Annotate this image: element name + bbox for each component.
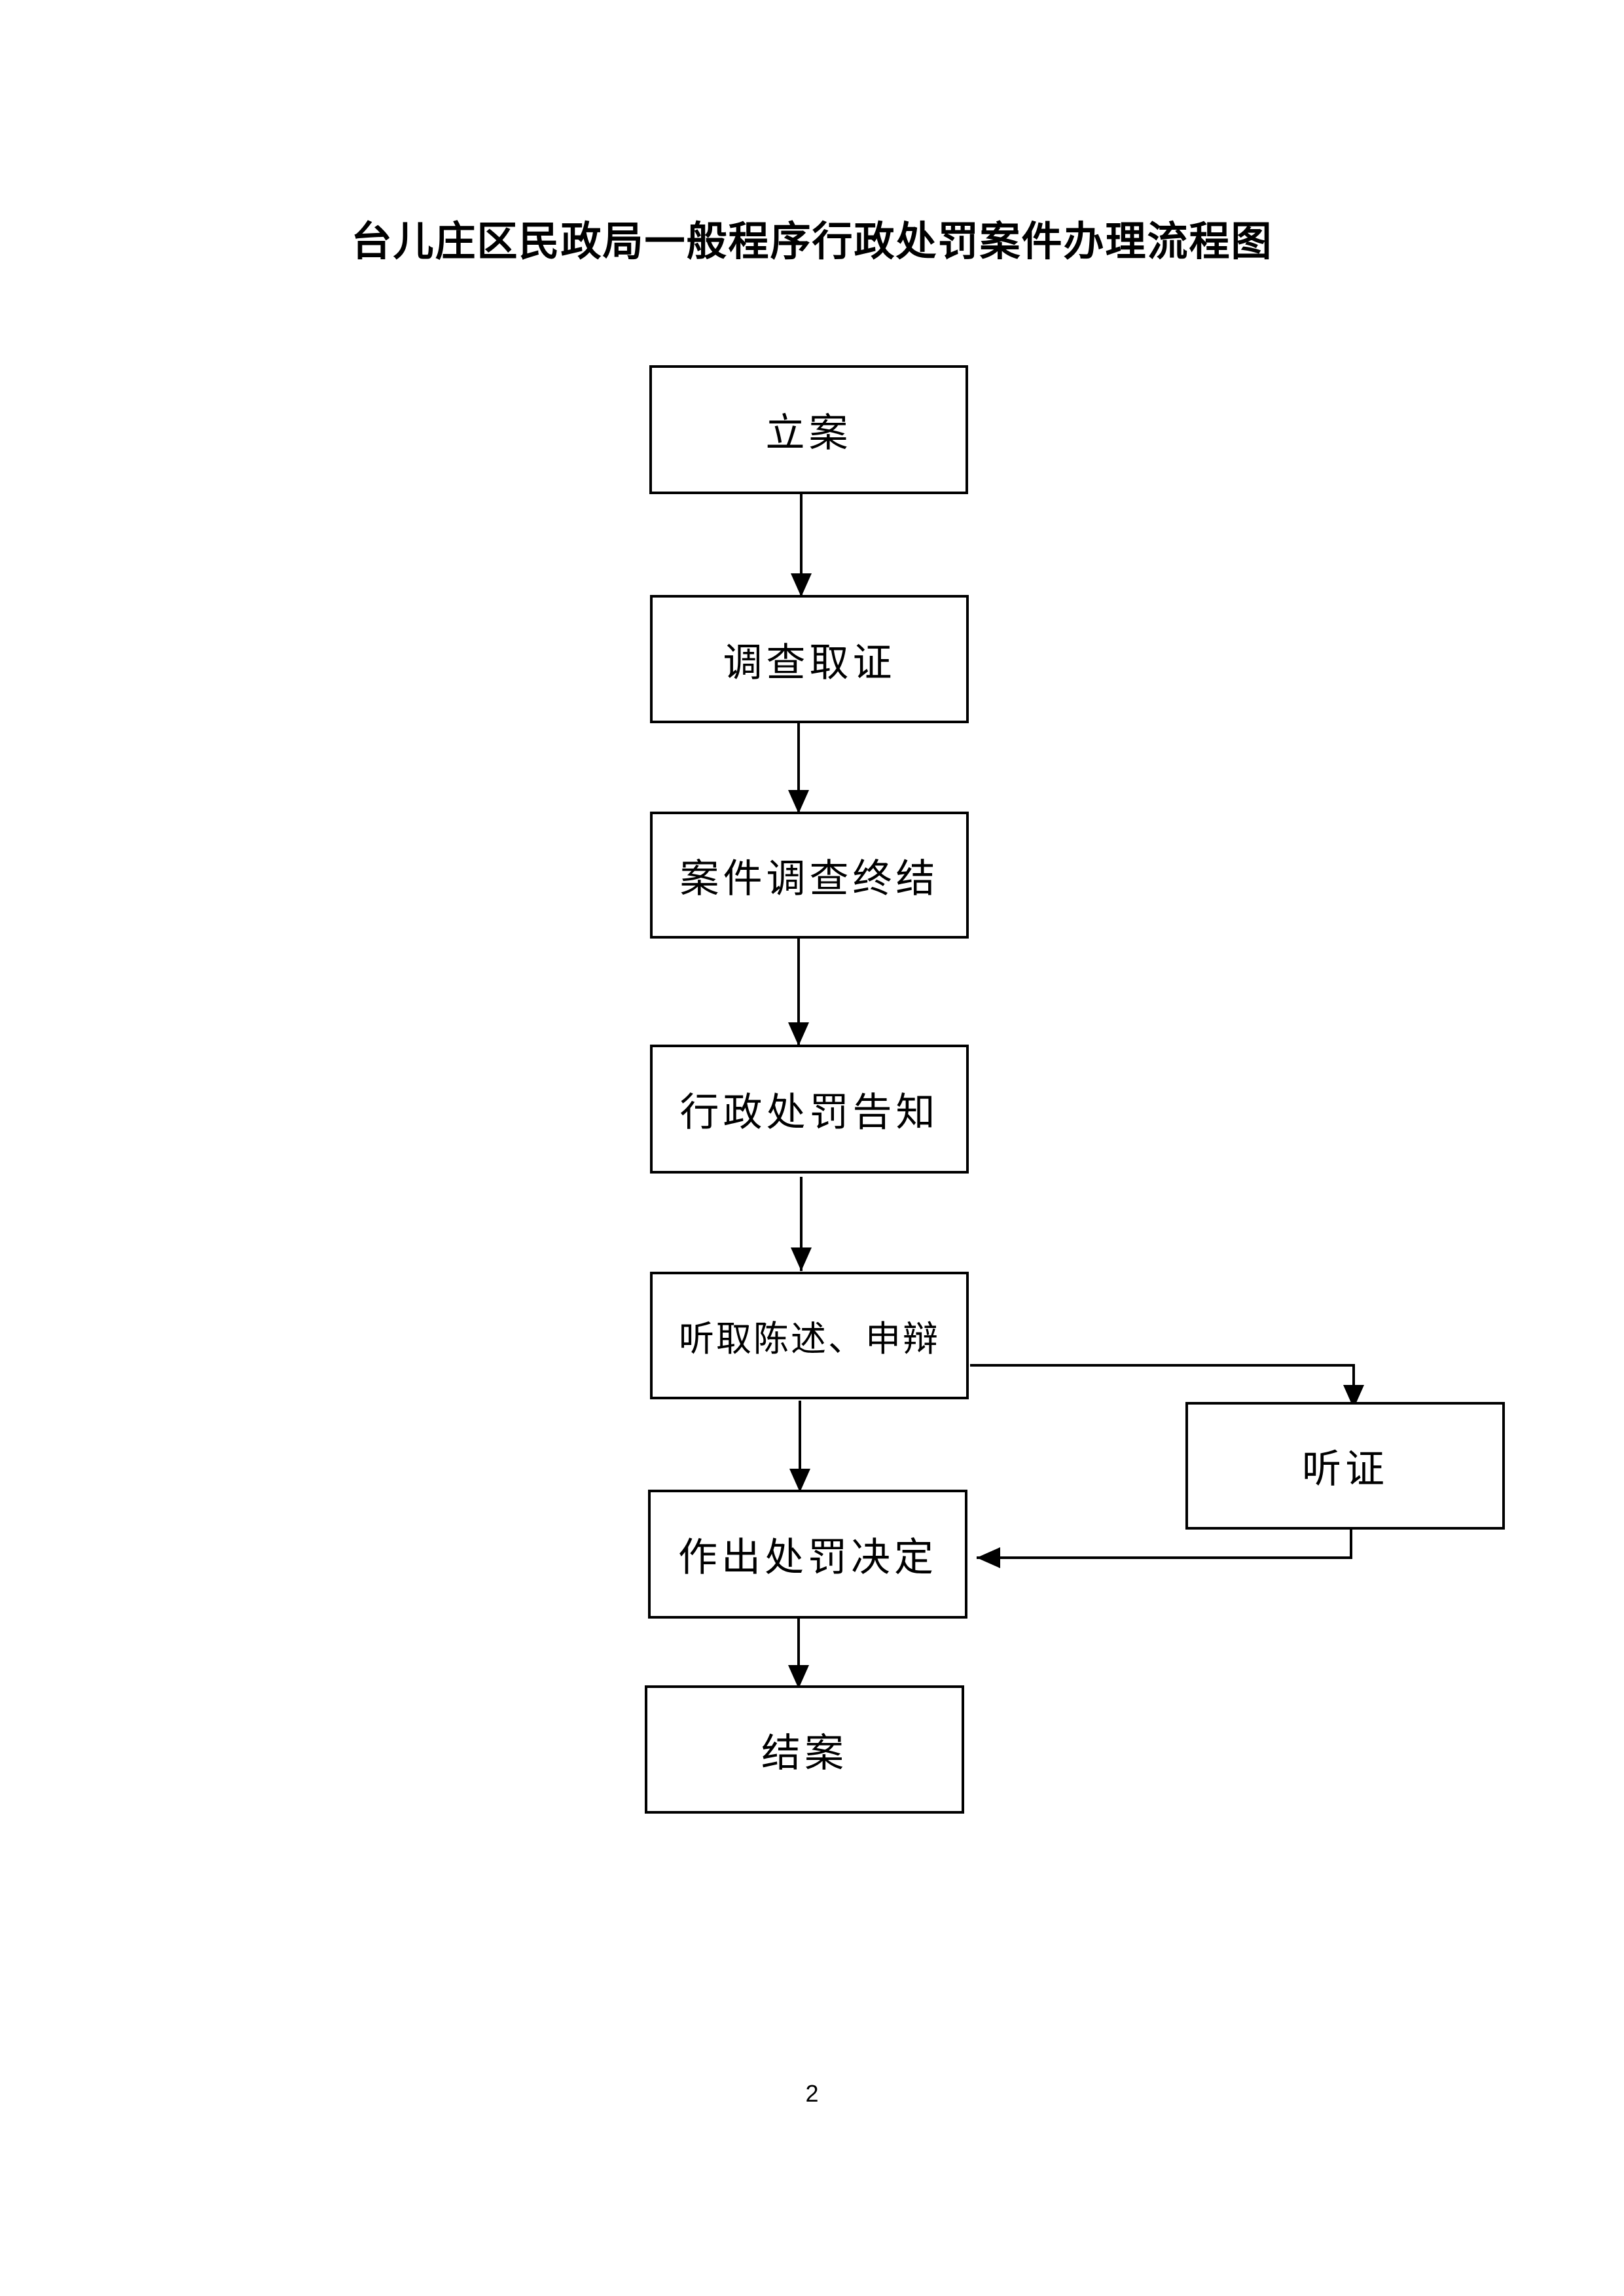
- node-case-closed: 结案: [645, 1685, 964, 1814]
- node-filing-label: 立案: [765, 410, 852, 456]
- node-hearing: 听证: [1185, 1402, 1505, 1530]
- node-penalty-notice: 行政处罚告知: [650, 1045, 969, 1174]
- node-penalty-decision-label: 作出处罚决定: [678, 1535, 937, 1581]
- node-hearing-label: 听证: [1302, 1446, 1388, 1492]
- page-number: 2: [805, 2080, 819, 2107]
- node-penalty-decision: 作出处罚决定: [648, 1490, 967, 1619]
- node-investigation: 调查取证: [650, 595, 969, 723]
- node-filing: 立案: [649, 365, 968, 494]
- node-case-closed-label: 结案: [761, 1730, 848, 1776]
- node-investigation-end-label: 案件调查终结: [679, 855, 939, 902]
- node-investigation-end: 案件调查终结: [650, 812, 969, 939]
- page-title: 台儿庄区民政局一般程序行政处罚案件办理流程图: [351, 217, 1273, 265]
- arrow-statement-to-hearing: [970, 1364, 1364, 1408]
- node-statement-defense: 听取陈述、申辩: [650, 1272, 969, 1399]
- node-investigation-label: 调查取证: [723, 639, 896, 686]
- arrow-hearing-to-decision: [977, 1529, 1352, 1568]
- node-penalty-notice-label: 行政处罚告知: [679, 1090, 939, 1136]
- node-statement-defense-label: 听取陈述、申辩: [679, 1318, 940, 1359]
